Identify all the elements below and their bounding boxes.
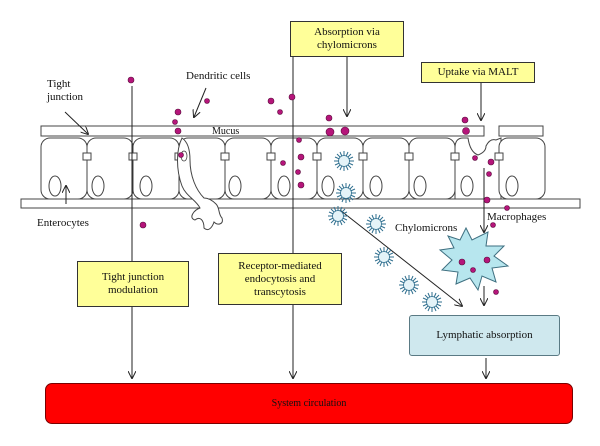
chylomicron-icon [333,150,355,172]
arrow-icon [194,87,207,117]
absorption-box-line-1: Absorption via [314,26,380,38]
lymphatic-box-text: Lymphatic absorption [436,329,533,341]
chylomicron-icon [398,274,420,296]
uptake-box-text: Uptake via MALT [437,66,519,78]
tjm-box-line-2: modulation [107,284,159,296]
arrow-icon [339,209,462,306]
chylomicron-icon [421,291,443,313]
dendritic-cell-icon [177,137,223,231]
nuclei [48,175,519,197]
enterocyte [362,137,410,200]
lymphatic-absorption-box: Lymphatic absorption [409,315,560,356]
tight-junction-label: Tight junction [47,78,83,104]
particles [127,76,510,295]
uptake-via-malt-box: Uptake via MALT [421,62,535,83]
system-circulation-text: System circulation [271,398,347,409]
tight-junction-modulation-box: Tight junction modulation [77,261,189,307]
tight-junction-label-line-1: Tight [47,78,71,90]
arrow-icon [64,111,88,134]
macrophage-icon [438,226,510,292]
absorption-box-line-2: chylomicrons [317,39,377,51]
receptor-box-line-2: endocytosis and [244,272,316,285]
chylomicron-icon [373,246,395,268]
macrophages-label: Macrophages [487,211,547,223]
enterocyte [498,137,546,200]
mucus-layer-right [498,125,544,137]
receptor-box-line-3: transcytosis [254,285,306,298]
chylomicron-icon [327,205,349,227]
receptor-mediated-box: Receptor-mediated endocytosis and transc… [218,253,342,305]
mucus-label: Mucus [212,126,240,137]
enterocyte [40,137,88,200]
tjm-box-line-1: Tight junction [101,271,165,283]
absorption-via-chylomicrons-box: Absorption via chylomicrons [290,21,404,57]
dendritic-cells-label: Dendritic cells [186,70,251,82]
chylomicron-icon [365,213,387,235]
tight-junction-label-line-2: junction [47,91,84,103]
system-circulation-bar: System circulation [45,383,573,424]
enterocyte [270,137,318,200]
mucus-layer [40,125,485,137]
basement-membrane [20,198,581,209]
receptor-box-line-1: Receptor-mediated [238,259,322,272]
chylomicron-icon [335,182,357,204]
enterocytes-label: Enterocytes [37,217,89,229]
enterocyte [132,137,180,200]
chylomicrons-label: Chylomicrons [395,222,458,234]
